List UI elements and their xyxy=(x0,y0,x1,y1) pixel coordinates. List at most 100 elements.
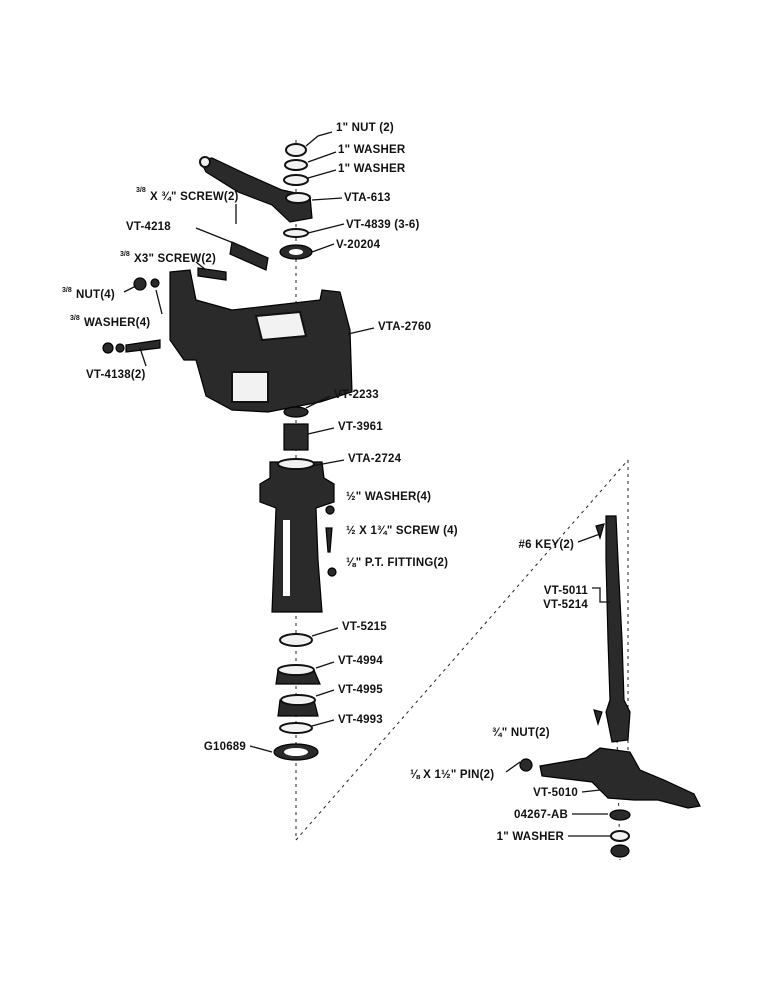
label-vt-4138: VT-4138(2) xyxy=(86,369,146,381)
leader-vt-4218 xyxy=(195,227,247,249)
pin-shape xyxy=(505,761,521,773)
key-6-b xyxy=(593,709,603,727)
label-pin: ⅛ X 1½" PIN(2) xyxy=(410,769,494,781)
key-6 xyxy=(595,523,605,541)
label-vta-613: VTA-613 xyxy=(344,192,391,204)
label-screw-half: ½ X 1¾" SCREW (4) xyxy=(346,525,458,537)
shim-vt-4839 xyxy=(283,228,309,238)
label-vt-4994: VT-4994 xyxy=(338,655,383,667)
leader-washer-b xyxy=(307,169,337,179)
label-washer-1-a: 1" WASHER xyxy=(338,144,406,156)
label-vt-3961: VT-3961 xyxy=(338,421,383,433)
fitting-pt xyxy=(327,567,337,577)
steering-arm xyxy=(199,157,313,223)
nut-bottom xyxy=(610,844,630,858)
bolt-vt-4138 xyxy=(125,339,161,353)
washer-half xyxy=(325,505,335,515)
frac-screw-3x3: 3/8 xyxy=(120,251,130,258)
label-nut-1: 1" NUT (2) xyxy=(336,122,394,134)
label-nut-3-4: ¾" NUT(2) xyxy=(492,727,550,739)
leader-vt-4994 xyxy=(315,661,335,669)
washer-vt-2233 xyxy=(283,406,309,418)
label-pt-fitting: ⅛" P.T. FITTING(2) xyxy=(346,557,448,569)
leader-vt-5215 xyxy=(311,627,339,637)
leader-vta-2760 xyxy=(347,327,375,335)
leader-washer-a xyxy=(307,151,337,163)
leader-vt-4993 xyxy=(311,719,335,727)
nut-top xyxy=(285,143,307,157)
leader-key-6 xyxy=(577,533,601,543)
washer-1-c xyxy=(610,830,630,842)
spindle-axis xyxy=(611,529,621,861)
nut-small-b xyxy=(102,342,114,354)
frac-screw-3-4: 3/8 xyxy=(136,187,146,194)
label-g10689: G10689 xyxy=(204,741,246,753)
bushing-vt-3961 xyxy=(283,423,309,451)
bracket-window xyxy=(231,371,269,403)
leader-nut-4 xyxy=(123,285,137,293)
label-screw-3x3: X3" SCREW(2) xyxy=(134,253,216,265)
leader-v-20204 xyxy=(311,243,335,253)
label-washer-4: WASHER(4) xyxy=(84,317,150,329)
leader-vta-613 xyxy=(311,197,343,201)
label-vt-5214: VT-5214 xyxy=(543,599,588,611)
label-vt-4218: VT-4218 xyxy=(126,221,171,233)
washer-v-20204-hole xyxy=(289,249,303,255)
housing-highlight xyxy=(283,520,290,596)
nut-small xyxy=(133,277,147,291)
label-washer-1-c: 1" WASHER xyxy=(497,831,565,843)
cup-g10689-hole xyxy=(284,748,308,756)
leader-vt-5010 xyxy=(581,789,601,793)
arm-hub-top xyxy=(285,192,311,204)
label-vt-5011: VT-5011 xyxy=(544,585,589,597)
label-vt-4993: VT-4993 xyxy=(338,714,383,726)
leader-vt-4138 xyxy=(139,347,147,367)
housing-top xyxy=(277,458,315,470)
label-washer-half: ½" WASHER(4) xyxy=(346,491,431,503)
washer-04267 xyxy=(609,809,631,821)
label-vta-2760: VTA-2760 xyxy=(378,321,431,333)
bracket-notch xyxy=(254,310,308,342)
label-washer-1-b: 1" WASHER xyxy=(338,163,406,175)
washer-vt-4993 xyxy=(279,722,313,734)
label-screw-3-4: X ¾" SCREW(2) xyxy=(150,191,239,203)
label-vt-4839: VT-4839 (3-6) xyxy=(346,219,420,231)
screw-3x3 xyxy=(197,267,227,281)
label-04267: 04267-AB xyxy=(514,809,568,821)
washer-small xyxy=(150,278,160,288)
cone-vt-4994-top xyxy=(277,664,315,676)
steering-arm-ball xyxy=(199,156,211,168)
bracket-vta-2760 xyxy=(169,269,353,413)
washer-small-b xyxy=(115,343,125,353)
leader-vt-5011 xyxy=(592,587,610,603)
label-v-20204: V-20204 xyxy=(336,239,381,251)
frac-washer-4: 3/8 xyxy=(70,315,80,322)
screw-half xyxy=(325,527,333,553)
leader-washer-4 xyxy=(155,289,163,315)
leader-vt-3961 xyxy=(307,427,335,435)
label-vta-2724: VTA-2724 xyxy=(348,453,402,465)
washer-top-b xyxy=(283,174,309,186)
leader-g10689 xyxy=(249,745,273,753)
label-key-6: #6 KEY(2) xyxy=(519,539,575,551)
nut-three-quarter xyxy=(519,758,533,772)
washer-top-a xyxy=(284,159,308,171)
label-vt-5215: VT-5215 xyxy=(342,621,387,633)
guide-line-diagonal xyxy=(295,459,629,841)
leader-vta-2724 xyxy=(311,459,345,467)
label-vt-5010: VT-5010 xyxy=(533,787,578,799)
leader-vt-4995 xyxy=(315,689,335,697)
bearing-vt-4995-top xyxy=(280,694,316,706)
leader-vt-4839 xyxy=(307,223,345,234)
knuckle-vt-5010 xyxy=(539,747,701,809)
leader-screw-3x3 xyxy=(195,261,207,271)
frac-nut-4: 3/8 xyxy=(62,287,72,294)
label-vt-4995: VT-4995 xyxy=(338,684,383,696)
lock-plate xyxy=(229,241,269,271)
leader-vt-2233 xyxy=(305,395,331,409)
seal-vt-5215 xyxy=(279,633,313,647)
label-nut-4: NUT(4) xyxy=(76,289,115,301)
label-vt-2233: VT-2233 xyxy=(334,389,379,401)
